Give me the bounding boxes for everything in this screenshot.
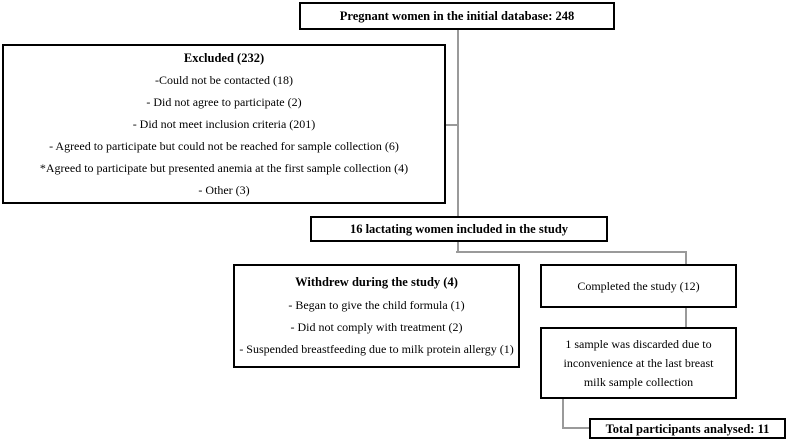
initial-database-title: Pregnant women in the initial database: … [339, 9, 575, 23]
connector-main-vertical [457, 27, 459, 217]
discarded-line-2: inconvenience at the last breast [563, 356, 714, 370]
withdrew-reason-treatment: - Did not comply with treatment (2) [290, 320, 463, 334]
connector-from-included [457, 240, 459, 252]
connector-to-excluded [445, 124, 458, 126]
discarded-box: 1 sample was discarded due to inconvenie… [540, 327, 737, 399]
withdrew-reason-formula: - Began to give the child formula (1) [288, 298, 465, 312]
total-box: Total participants analysed: 11 [589, 418, 786, 439]
excluded-reason-unreachable: - Agreed to participate but could not be… [49, 139, 399, 153]
withdrew-box: Withdrew during the study (4) - Began to… [233, 264, 520, 368]
initial-database-box: Pregnant women in the initial database: … [299, 2, 615, 30]
connector-completed-to-discarded [685, 306, 687, 327]
excluded-reason-inclusion-criteria: - Did not meet inclusion criteria (201) [132, 117, 316, 131]
total-title: Total participants analysed: 11 [605, 422, 770, 436]
completed-title: Completed the study (12) [577, 279, 700, 293]
excluded-reason-other: - Other (3) [198, 183, 250, 197]
excluded-box: Excluded (232) -Could not be contacted (… [2, 44, 446, 204]
included-box: 16 lactating women included in the study [310, 216, 608, 242]
excluded-reason-not-contacted: -Could not be contacted (18) [155, 73, 293, 87]
excluded-reason-anemia: *Agreed to participate but presented ane… [39, 161, 409, 175]
completed-box: Completed the study (12) [540, 264, 737, 308]
withdrew-title: Withdrew during the study (4) [295, 275, 458, 289]
withdrew-reason-allergy: - Suspended breastfeeding due to milk pr… [239, 342, 514, 356]
discarded-line-3: milk sample collection [583, 375, 694, 389]
connector-branch-horizontal [456, 251, 686, 253]
excluded-reason-did-not-agree: - Did not agree to participate (2) [146, 95, 302, 109]
discarded-line-1: 1 sample was discarded due to [565, 337, 712, 351]
connector-to-completed [685, 251, 687, 265]
included-title: 16 lactating women included in the study [349, 222, 569, 236]
excluded-title: Excluded (232) [183, 51, 265, 65]
connector-to-total [562, 427, 590, 429]
connector-discarded-down [562, 398, 564, 428]
